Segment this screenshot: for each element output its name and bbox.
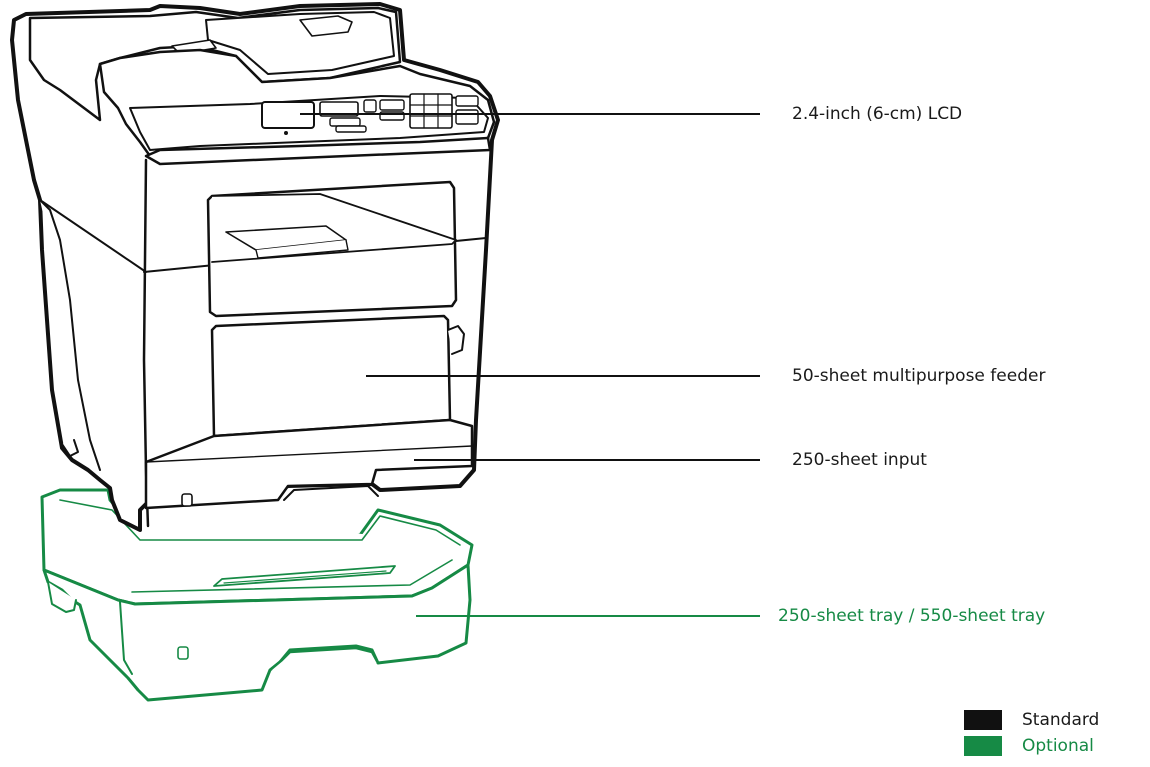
legend-item-standard: Standard [964,708,1144,732]
optional-tray-drawing [40,488,474,702]
legend-label-optional: Optional [1022,736,1094,756]
callout-leaders [300,113,760,617]
callout-label-lcd: 2.4-inch (6-cm) LCD [792,104,963,124]
callout-label-optional-tray: 250-sheet tray / 550-sheet tray [778,606,1046,626]
legend-swatch-optional [964,736,1002,756]
callout-label-mp-feeder: 50-sheet multipurpose feeder [792,366,1046,386]
printer-drawing [10,2,500,532]
legend-item-optional: Optional [964,734,1144,758]
legend-swatch-standard [964,710,1002,730]
legend-label-standard: Standard [1022,710,1100,730]
callout-label-250-input: 250-sheet input [792,450,927,470]
